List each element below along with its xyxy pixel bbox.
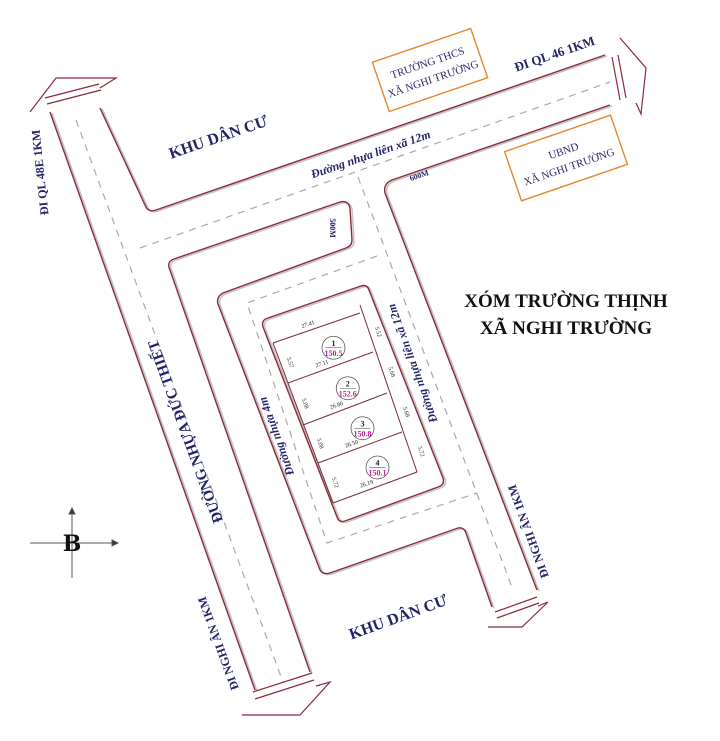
lot-width-label: 26.19 [359, 480, 374, 490]
lot-divider [317, 431, 403, 464]
hamlet-title: XÓM TRƯỜNG THỊNH [464, 290, 668, 312]
lot-right-boundary [359, 304, 418, 473]
block-outline [167, 200, 493, 673]
lot-area: 150.5 [325, 349, 343, 358]
commune-title: XÃ NGHI TRƯỜNG [480, 317, 652, 339]
lot-divider [332, 471, 418, 504]
lot-area: 150.1 [369, 469, 387, 478]
arrow-ql48e-icon [29, 77, 119, 113]
lot-number: 1 [332, 339, 336, 348]
lot-right-depth-label: 5.72 [416, 446, 425, 458]
arrow-nghi-an-left-icon [242, 672, 332, 716]
lot-area: 152.6 [339, 389, 357, 398]
di-ql46-label: ĐI QL 46 1KM [512, 33, 596, 75]
top-road-upper-edge [99, 54, 606, 212]
di-ql48e-label: ĐI QL 48E 1KM [29, 129, 52, 216]
road-middle-label: Đường nhựa liên xã 12m [384, 302, 440, 426]
lot-width-label: 26.50 [344, 440, 359, 450]
lot-width-label: 26.80 [329, 401, 344, 411]
top-road-centerline [139, 81, 611, 249]
lot-left-depth-label: 5.08 [300, 398, 309, 410]
lot-number: 2 [346, 379, 350, 388]
lot-left-depth-label: 5.72 [330, 477, 339, 489]
middle-road-centerline [357, 176, 514, 591]
di-nghi-an-left-label: ĐI NGHI ÂN 1KM [195, 595, 242, 692]
lot-divider [302, 392, 388, 426]
lot-block-outline [261, 284, 445, 523]
road-shadows [51, 55, 613, 692]
ubnd-landmark: UBND XÃ NGHI TRƯỜNG [503, 114, 629, 202]
lot-area: 150.8 [354, 429, 372, 438]
lot-right-depth-label: 5.68 [401, 406, 410, 418]
lot-number: 3 [361, 419, 365, 428]
khu-dan-cu-top-label: KHU DÂN CƯ [166, 111, 270, 163]
lot-width-label: 27.41 [301, 320, 316, 330]
lot-left-boundary [272, 342, 334, 504]
khu-dan-cu-bottom-label: KHU DÂN CƯ [346, 590, 450, 643]
left-road-outer-edge [49, 111, 256, 691]
arrow-ql46-icon [611, 37, 647, 117]
lot-left-depth-label: 5.08 [315, 438, 324, 450]
compass-north-icon: B [30, 506, 120, 578]
distance-600m-label: 600M [408, 168, 430, 183]
distance-500m-label: 500M [328, 218, 337, 238]
middle-road-right-edge [383, 104, 611, 591]
school-landmark: TRƯỜNG THCS XÃ NGHI TRƯỜNG [371, 27, 489, 113]
road-duc-thiet-label: ĐƯỜNG NHỰA ĐỨC THIẾT [145, 338, 227, 526]
lot-right-depth-label: 5.68 [386, 366, 395, 378]
lot-divider [272, 312, 361, 344]
arrow-nghi-an-right-icon [488, 596, 549, 628]
loop-road-centerline [246, 255, 478, 544]
lot-right-depth-label: 5.52 [373, 326, 382, 338]
lot-divider [287, 351, 374, 384]
lot-width-label: 27.11 [315, 360, 329, 370]
compass-north-label: B [63, 531, 82, 557]
left-road-centerline [75, 119, 284, 683]
lot-left-depth-label: 5.57 [285, 357, 294, 369]
lot-number: 4 [376, 459, 380, 468]
